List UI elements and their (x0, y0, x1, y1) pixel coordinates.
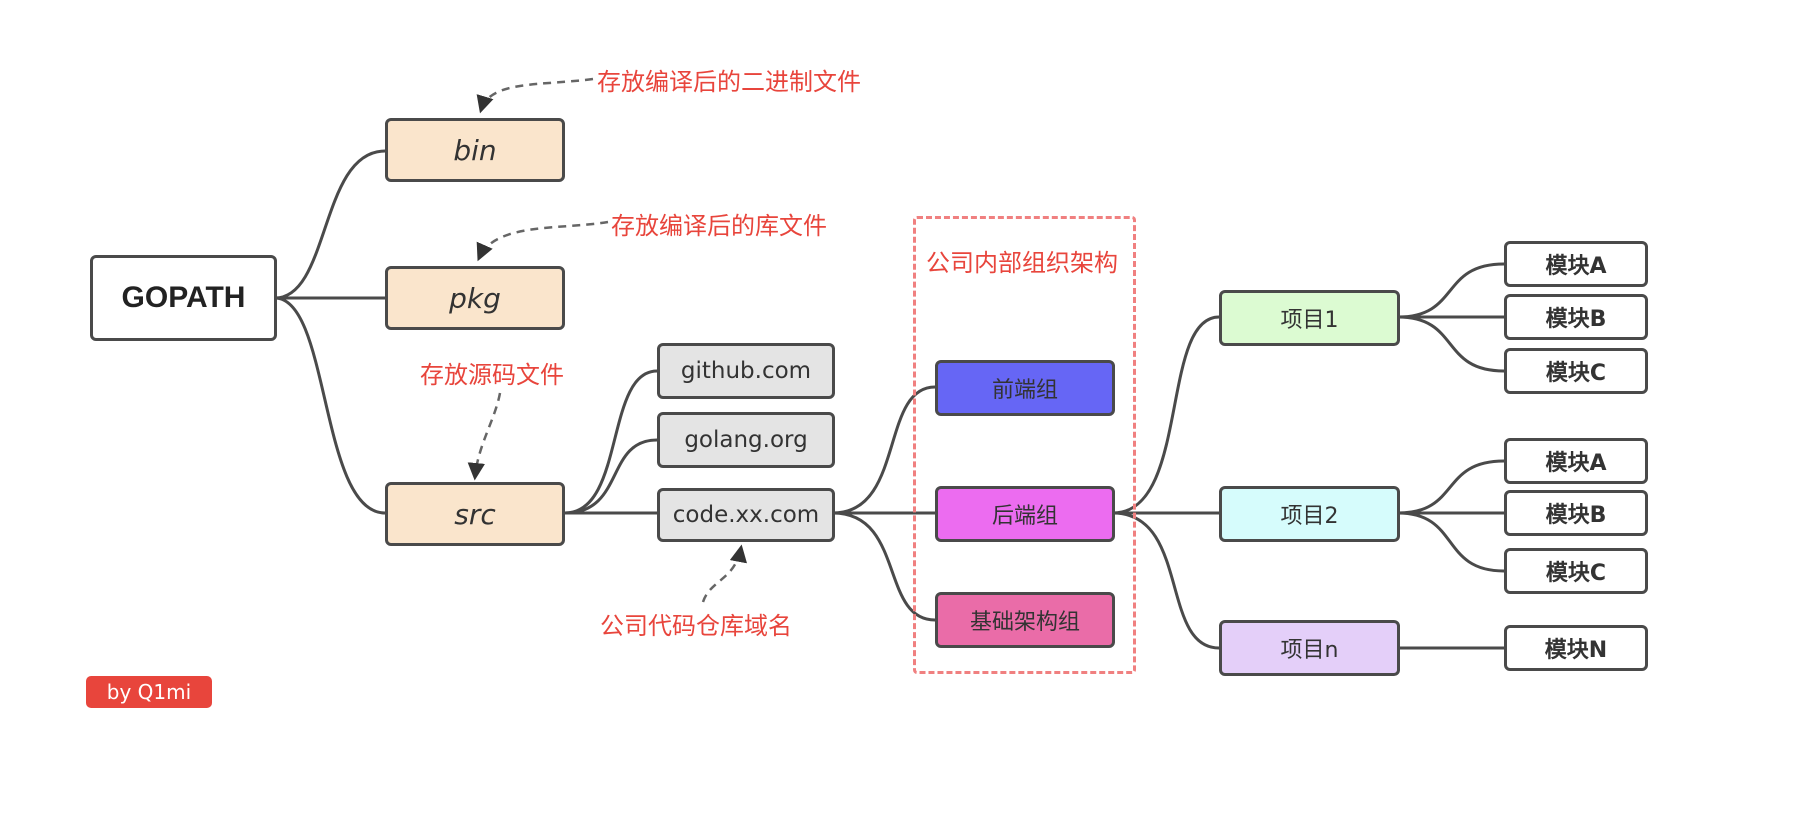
module-node: 模块C (1504, 348, 1648, 394)
link-p2-m3 (1396, 511, 1506, 573)
project-n-node: 项目n (1219, 620, 1400, 676)
org-structure-frame (913, 216, 1136, 674)
project-2-node: 项目2 (1219, 486, 1400, 542)
src-node: src (385, 482, 565, 546)
note-company: 公司代码仓库域名 (600, 612, 792, 640)
infra-group-node: 基础架构组 (935, 592, 1115, 648)
note-src: 存放源码文件 (420, 361, 564, 389)
pkg-node: pkg (385, 266, 565, 330)
arrow-note-src (467, 392, 502, 481)
link-backend-pn (1111, 511, 1221, 650)
link-backend-p1 (1111, 315, 1221, 515)
module-node: 模块A (1504, 438, 1648, 484)
link-gopath-src (273, 296, 387, 515)
module-node: 模块B (1504, 490, 1648, 536)
arrow-note-company (701, 544, 748, 603)
arrow-note-bin (476, 77, 594, 114)
arrow-note-pkg (476, 220, 609, 262)
link-p1-m1 (1396, 262, 1506, 319)
company-repo-node: code.xx.com (657, 488, 835, 542)
note-pkg: 存放编译后的库文件 (611, 212, 827, 240)
note-bin: 存放编译后的二进制文件 (597, 68, 861, 96)
backend-group-node: 后端组 (935, 486, 1115, 542)
github-node: github.com (657, 343, 835, 399)
module-node: 模块A (1504, 241, 1648, 287)
link-src-github (563, 369, 659, 515)
link-company-infra (831, 511, 937, 622)
project-1-node: 项目1 (1219, 290, 1400, 346)
link-p1-m3 (1396, 315, 1506, 373)
golang-node: golang.org (657, 412, 835, 468)
link-gopath-bin (273, 149, 387, 300)
bin-node: bin (385, 118, 565, 182)
link-src-golang (563, 438, 659, 515)
module-node: 模块N (1504, 625, 1648, 671)
link-company-frontend (831, 385, 937, 515)
module-node: 模块C (1504, 548, 1648, 594)
frontend-group-node: 前端组 (935, 360, 1115, 416)
credit-badge: by Q1mi (86, 676, 212, 708)
gopath-node: GOPATH (90, 255, 277, 341)
link-p2-m1 (1396, 459, 1506, 515)
module-node: 模块B (1504, 294, 1648, 340)
org-frame-title: 公司内部组织架构 (926, 249, 1118, 277)
